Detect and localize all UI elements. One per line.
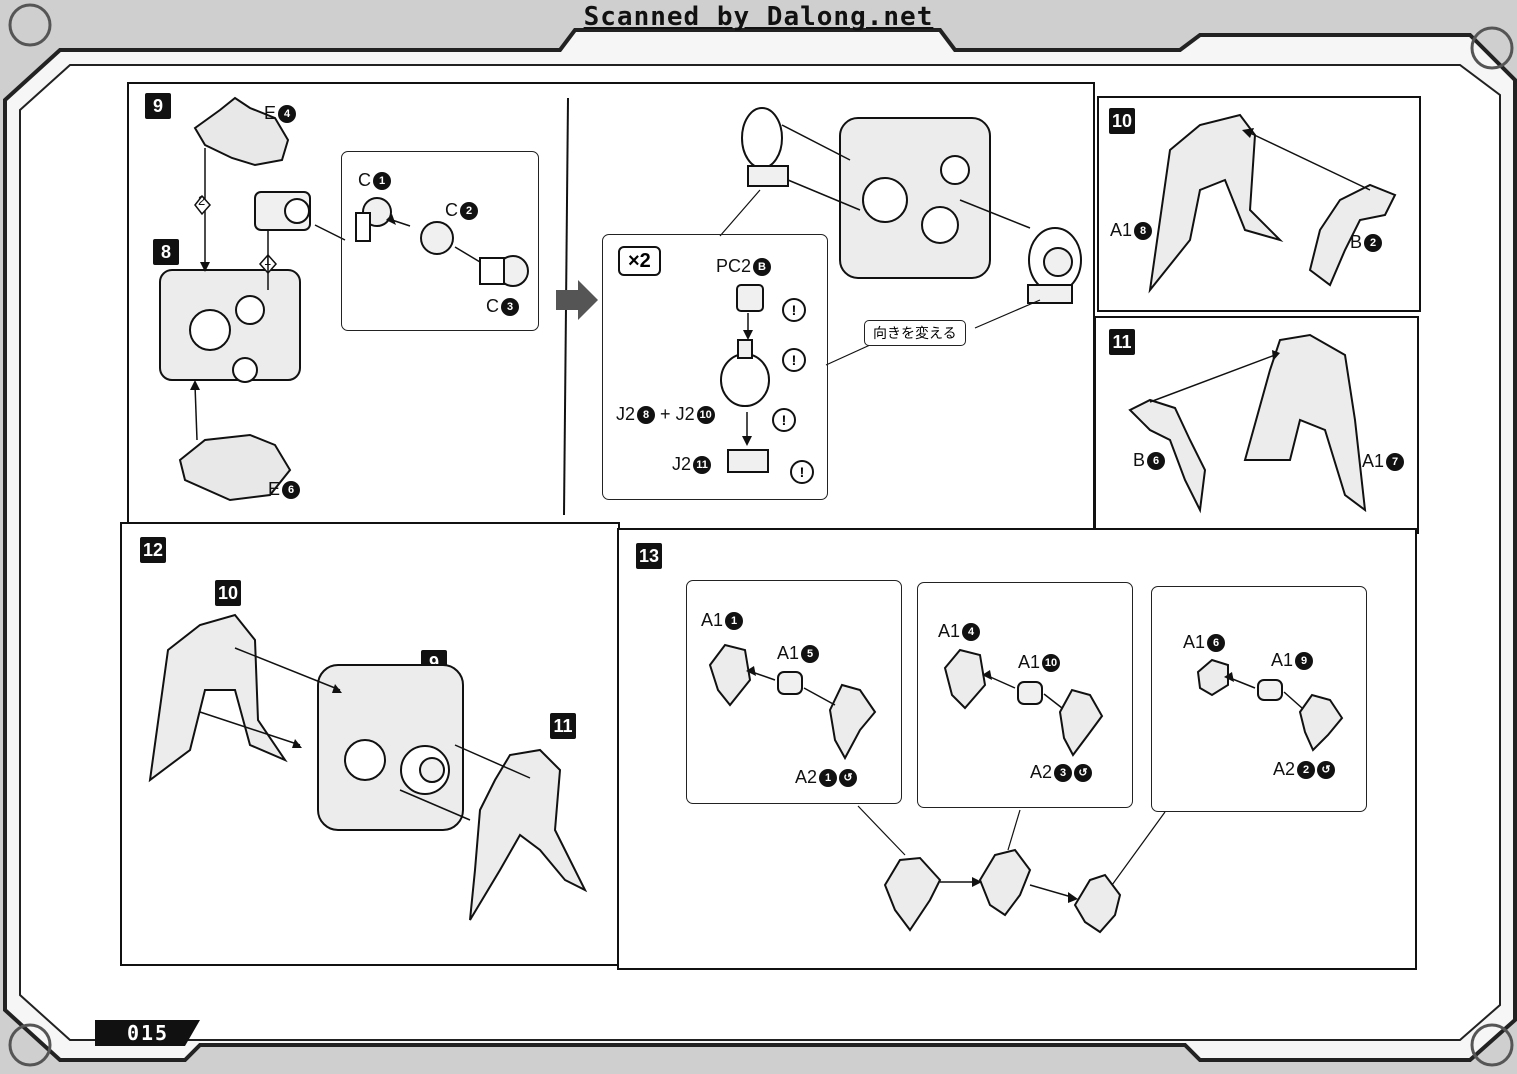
warning-icon: ! — [772, 408, 796, 432]
hook-icon: ↺ — [1074, 764, 1093, 783]
step-number-8-ref: 8 — [153, 239, 179, 265]
step-number-13: 13 — [636, 543, 663, 569]
parts-box-2 — [917, 582, 1133, 808]
parts-box-1 — [686, 580, 902, 804]
step-number-10: 10 — [1109, 108, 1136, 134]
hook-icon: ↺ — [1317, 761, 1336, 780]
times-two-badge: ×2 — [618, 246, 661, 276]
orientation-note: 向きを変える — [864, 320, 966, 346]
hook-icon: ↺ — [839, 769, 858, 788]
parts-box-3 — [1151, 586, 1367, 812]
order-marker-2: 2 — [198, 193, 206, 208]
page-number: 015 — [126, 1021, 170, 1045]
step-number-12: 12 — [140, 537, 167, 563]
c-parts-box — [341, 151, 539, 331]
x2-parts-box — [602, 234, 828, 500]
warning-icon: ! — [790, 460, 814, 484]
order-marker-1: 1 — [264, 253, 272, 268]
warning-icon: ! — [782, 298, 806, 322]
warning-icon: ! — [782, 348, 806, 372]
watermark: Scanned by Dalong.net — [583, 2, 934, 32]
step-number-11: 11 — [1109, 329, 1135, 355]
step-ref-11: 11 — [550, 713, 576, 739]
step-number-9: 9 — [145, 93, 171, 119]
step-ref-10: 10 — [215, 580, 242, 606]
